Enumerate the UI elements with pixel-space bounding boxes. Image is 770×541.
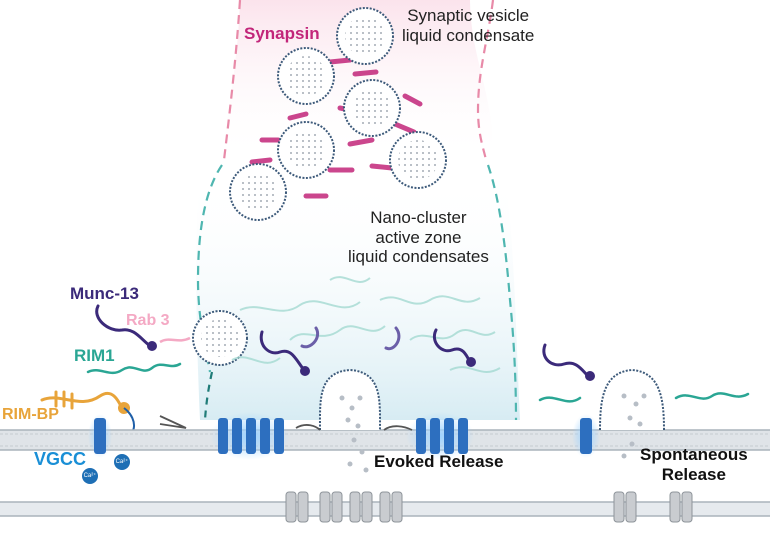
nano-cluster-label-line3: liquid condensates bbox=[348, 247, 489, 267]
vesicle bbox=[343, 79, 401, 137]
fusing-vesicle-spontaneous bbox=[599, 368, 665, 459]
spontaneous-release-label-line2: Release bbox=[661, 464, 726, 484]
vesicle bbox=[336, 7, 394, 65]
vesicle bbox=[229, 163, 287, 221]
nano-cluster-label-line2: active zone bbox=[375, 227, 462, 247]
rimbp-molecule bbox=[40, 390, 124, 410]
calcium-ion-label-1: Ca²⁺ bbox=[82, 468, 98, 484]
vgcc-channels bbox=[88, 412, 600, 460]
teal-condensate-boundary-right bbox=[486, 164, 518, 421]
vesicle bbox=[277, 121, 335, 179]
rab3-label: Rab 3 bbox=[126, 312, 170, 329]
synapsin-label: Synapsin bbox=[244, 24, 320, 43]
vgcc-label: VGCC bbox=[34, 449, 87, 469]
munc13-heads bbox=[147, 341, 595, 381]
munc13-label: Munc-13 bbox=[70, 284, 139, 303]
sv-condensate-label-line2: liquid condensate bbox=[402, 25, 535, 45]
rimbp-label: RIM-BP bbox=[2, 406, 59, 423]
nano-cluster-label: Nano-cluster active zone liquid condensa… bbox=[348, 208, 489, 267]
pink-condensate-boundary-right bbox=[476, 0, 495, 161]
vesicle bbox=[389, 131, 447, 189]
fusing-vesicle-evoked bbox=[318, 368, 382, 473]
vesicle bbox=[277, 47, 335, 105]
nano-cluster-label-line1: Nano-cluster bbox=[370, 208, 467, 227]
synaptic-vesicles bbox=[192, 7, 447, 366]
spontaneous-release-label-line1: Spontaneous bbox=[640, 445, 748, 464]
sv-condensate-label: Synaptic vesicle liquid condensate bbox=[402, 6, 534, 45]
pink-condensate-boundary-left bbox=[222, 0, 242, 161]
teal-condensate-boundary-lower-left bbox=[203, 371, 214, 421]
spontaneous-release-label: Spontaneous Release bbox=[640, 445, 748, 484]
postsynaptic-receptors bbox=[285, 491, 693, 523]
active-zone-scaffold-fibers bbox=[231, 276, 501, 373]
snare-complexes bbox=[159, 415, 413, 431]
rim1-molecules bbox=[86, 362, 750, 403]
docked-vesicle bbox=[192, 310, 248, 366]
sv-condensate-label-line1: Synaptic vesicle bbox=[407, 6, 530, 25]
munc13-molecules bbox=[95, 304, 590, 378]
calcium-ion-label-2: Ca²⁺ bbox=[114, 454, 130, 470]
rab3-molecule bbox=[159, 336, 191, 344]
evoked-release-label: Evoked Release bbox=[374, 452, 504, 471]
rim1-label: RIM1 bbox=[74, 346, 115, 365]
